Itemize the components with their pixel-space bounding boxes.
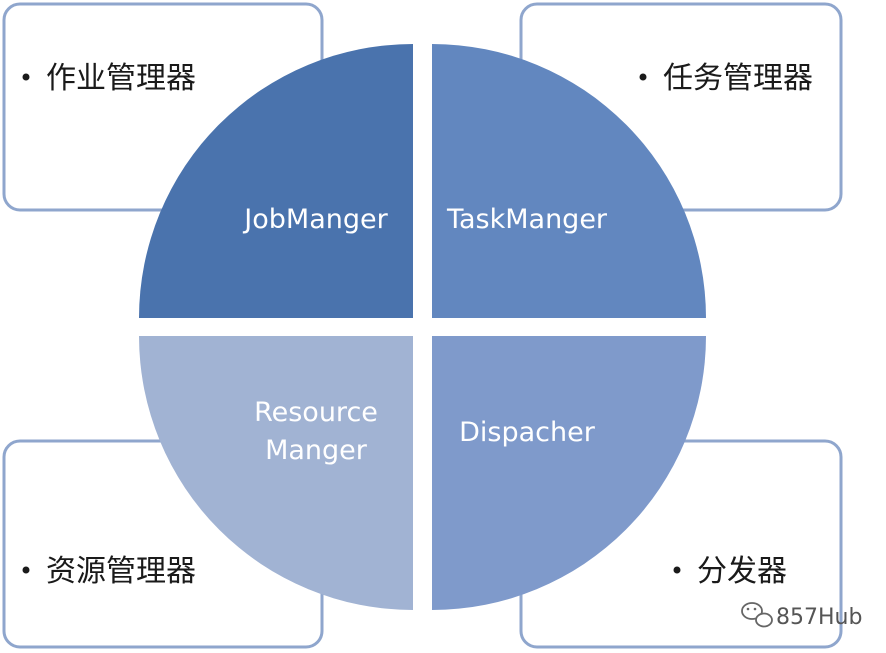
bullet-item-top-right: 任务管理器 bbox=[639, 61, 813, 96]
quadrant-label-manger: Manger bbox=[265, 435, 368, 466]
quadrant-label-resource: Resource bbox=[254, 397, 378, 428]
bullet-dot bbox=[639, 73, 647, 81]
watermark-text: 857Hub bbox=[776, 605, 862, 630]
box-label-task-manager: 任务管理器 bbox=[663, 61, 813, 96]
bullet-item-top-left: 作业管理器 bbox=[22, 61, 196, 96]
bullet-dot bbox=[22, 566, 30, 574]
box-label-resource-manager: 资源管理器 bbox=[46, 554, 196, 589]
bullet-item-bottom-right: 分发器 bbox=[673, 554, 787, 589]
bullet-item-bottom-left: 资源管理器 bbox=[22, 554, 196, 589]
quadrant-top-right bbox=[432, 44, 706, 318]
quadrant-top-left bbox=[139, 44, 413, 318]
quadrant-label-jobmanger: JobManger bbox=[242, 204, 388, 235]
quadrant-label-taskmanger: TaskManger bbox=[446, 204, 608, 235]
quadrant-bottom-left bbox=[139, 336, 413, 610]
bullet-dot bbox=[22, 73, 30, 81]
box-label-job-manager: 作业管理器 bbox=[46, 61, 196, 96]
box-label-dispatcher: 分发器 bbox=[697, 554, 787, 589]
bullet-dot bbox=[673, 566, 681, 574]
quadrant-bottom-right bbox=[432, 336, 706, 610]
watermark: 857Hub bbox=[741, 602, 862, 630]
quadrant-label-dispacher: Dispacher bbox=[459, 417, 596, 448]
wechat-icon bbox=[741, 602, 773, 628]
